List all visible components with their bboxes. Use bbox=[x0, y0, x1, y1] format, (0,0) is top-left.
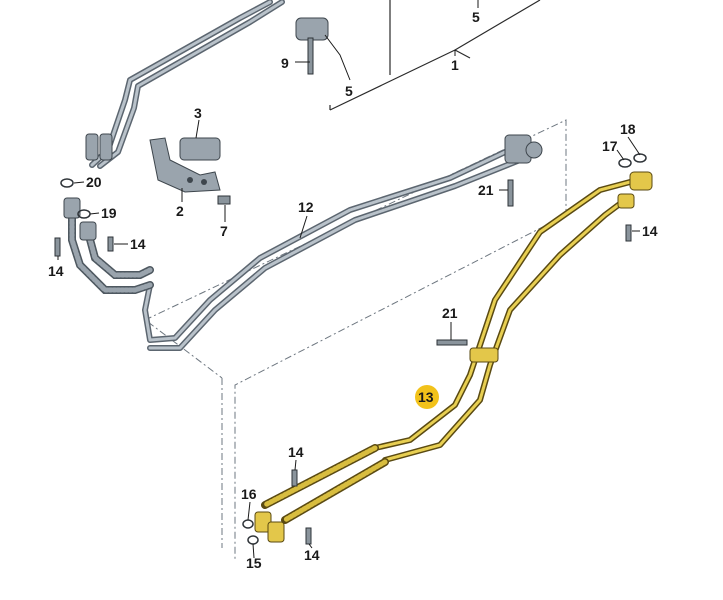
label-21-mid: 21 bbox=[442, 305, 458, 321]
label-7: 7 bbox=[220, 223, 228, 239]
label-13: 13 bbox=[418, 389, 434, 405]
label-9: 9 bbox=[281, 55, 289, 71]
highlight-badge bbox=[415, 385, 439, 409]
label-5-top: 5 bbox=[472, 9, 480, 25]
label-2: 2 bbox=[176, 203, 184, 219]
label-5-mid: 5 bbox=[345, 83, 353, 99]
label-17: 17 bbox=[602, 138, 618, 154]
leader-lines bbox=[57, 0, 641, 559]
bracket-parts bbox=[149, 17, 329, 205]
label-16: 16 bbox=[241, 486, 257, 502]
label-21-top: 21 bbox=[478, 182, 494, 198]
label-14-b: 14 bbox=[130, 236, 146, 252]
label-14-d: 14 bbox=[288, 444, 304, 460]
assembly-frame bbox=[329, 0, 541, 111]
label-20: 20 bbox=[86, 174, 102, 190]
label-19: 19 bbox=[101, 205, 117, 221]
label-14-c: 14 bbox=[642, 223, 658, 239]
label-14-a: 14 bbox=[48, 263, 64, 279]
pipe-13 bbox=[254, 171, 653, 543]
hardware bbox=[54, 153, 647, 545]
label-18: 18 bbox=[620, 121, 636, 137]
label-15: 15 bbox=[246, 555, 262, 571]
label-14-e: 14 bbox=[304, 547, 320, 563]
upper-gray-pipe bbox=[85, 0, 285, 169]
callout-labels: 5 1 9 5 3 2 7 20 19 14 14 12 21 18 17 14… bbox=[48, 9, 658, 571]
label-12: 12 bbox=[298, 199, 314, 215]
label-1: 1 bbox=[451, 57, 459, 73]
pipe-12 bbox=[63, 134, 543, 351]
label-3: 3 bbox=[194, 105, 202, 121]
